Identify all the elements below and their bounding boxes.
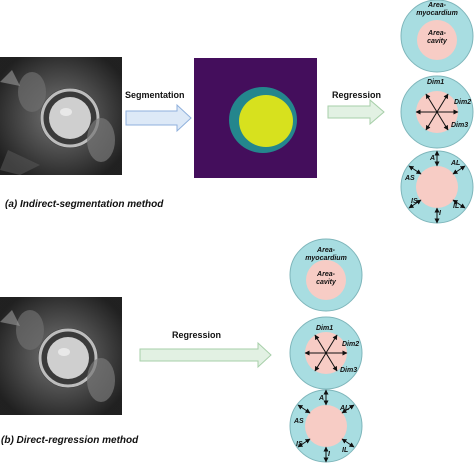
mri-image-a	[0, 57, 122, 175]
wall-thickness-diagram-b: A AL AS IS IL I	[289, 389, 363, 463]
wall-is-label: IS	[411, 198, 418, 205]
wall-a-label: A	[429, 155, 435, 162]
area-diagram-a: Area- myocardium Area- cavity	[400, 0, 474, 73]
wall-i-label-b: I	[328, 451, 331, 458]
area-diagram-b: Area- myocardium Area- cavity	[289, 238, 363, 312]
regression-arrow-b	[139, 341, 272, 369]
caption-b: (b) Direct-regression method	[1, 435, 139, 446]
wall-a-label-b: A	[318, 395, 324, 402]
area-myocardium-label-1: Area-	[427, 2, 447, 9]
area-cavity-label-2: cavity	[427, 38, 448, 45]
area-myocardium-label-2: myocardium	[416, 10, 458, 17]
area-myocardium-label-b1: Area-	[316, 247, 336, 254]
dim2-label-b: Dim2	[342, 341, 359, 348]
dim2-label: Dim2	[454, 99, 471, 106]
dim1-label-b: Dim1	[316, 325, 333, 332]
wall-il-label-b: IL	[342, 447, 348, 454]
wall-as-label-b: AS	[293, 418, 304, 425]
wall-is-label-b: IS	[296, 441, 303, 448]
dimension-diagram-b: Dim1 Dim2 Dim3	[289, 316, 363, 390]
regression-label-b: Regression	[172, 330, 221, 340]
wall-thickness-diagram-a: A AL AS IS IL I	[400, 150, 474, 224]
dim3-label-b: Dim3	[340, 367, 357, 374]
dimension-diagram-a: Dim1 Dim2 Dim3	[400, 75, 474, 149]
dim3-label: Dim3	[451, 122, 468, 129]
wall-al-label: AL	[450, 160, 460, 167]
segmentation-label: Segmentation	[125, 90, 185, 100]
area-cavity-label-b1: Area-	[316, 271, 336, 278]
caption-a: (a) Indirect-segmentation method	[5, 199, 164, 210]
area-myocardium-label-b2: myocardium	[305, 255, 347, 262]
wall-al-label-b: AL	[339, 405, 349, 412]
area-cavity-label-b2: cavity	[316, 279, 337, 286]
area-cavity-label-1: Area-	[427, 30, 447, 37]
wall-i-label: I	[439, 210, 442, 217]
wall-il-label: IL	[453, 203, 459, 210]
dim1-label: Dim1	[427, 79, 444, 86]
regression-label-a: Regression	[332, 90, 381, 100]
segmentation-arrow	[125, 103, 192, 133]
wall-as-label: AS	[404, 175, 415, 182]
mri-image-b	[0, 297, 122, 415]
segmentation-mask-image	[194, 58, 317, 178]
regression-arrow-a	[327, 98, 385, 126]
